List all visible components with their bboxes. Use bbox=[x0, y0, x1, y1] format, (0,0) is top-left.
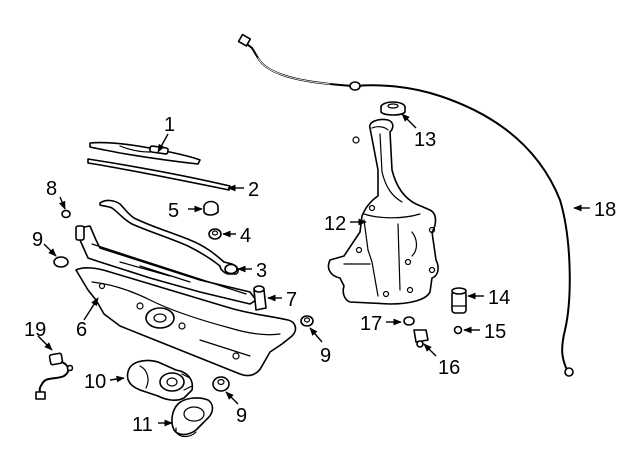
callout-17: 17 bbox=[360, 313, 382, 335]
wiper-blade bbox=[89, 141, 201, 165]
callout-15: 15 bbox=[484, 321, 506, 343]
arm-cap bbox=[203, 200, 219, 216]
arm-nut bbox=[208, 228, 222, 240]
callout-13: 13 bbox=[414, 129, 436, 151]
pump-grommet bbox=[453, 325, 463, 335]
callout-10: 10 bbox=[84, 371, 106, 393]
motor-harness bbox=[35, 352, 74, 400]
callout-8: 8 bbox=[46, 178, 57, 200]
callout-12: 12 bbox=[324, 213, 346, 235]
washer-reservoir bbox=[327, 118, 439, 305]
callout-19: 19 bbox=[24, 319, 46, 341]
motor-cover bbox=[171, 397, 214, 438]
wiper-motor bbox=[126, 359, 194, 401]
reservoir-cap bbox=[380, 101, 406, 116]
wiper-linkage bbox=[75, 225, 267, 311]
motor-cap bbox=[212, 376, 230, 392]
callout-14: 14 bbox=[488, 287, 510, 309]
blade-insert bbox=[87, 158, 231, 191]
callout-16: 16 bbox=[438, 357, 460, 379]
sensor-grommet bbox=[403, 316, 415, 326]
callout-3: 3 bbox=[256, 260, 267, 282]
pivot-cap-right bbox=[300, 315, 314, 327]
callout-6: 6 bbox=[76, 319, 87, 341]
callout-7: 7 bbox=[286, 289, 297, 311]
callout-18: 18 bbox=[594, 199, 616, 221]
callout-4: 4 bbox=[240, 225, 251, 247]
washer-pump bbox=[451, 287, 467, 314]
callout-2: 2 bbox=[248, 179, 259, 201]
callout-11: 11 bbox=[132, 414, 153, 436]
callout-5: 5 bbox=[168, 200, 179, 222]
level-sensor bbox=[413, 329, 429, 348]
wiper-arm bbox=[99, 199, 239, 275]
callouts: 1 2 3 4 5 6 7 8 9 9 9 10 11 12 13 14 15 … bbox=[24, 114, 616, 436]
linkage-frame bbox=[75, 267, 297, 377]
pivot-cap-left bbox=[53, 256, 69, 268]
callout-9-right: 9 bbox=[320, 345, 331, 367]
callout-1: 1 bbox=[164, 114, 175, 136]
pivot-nut bbox=[61, 209, 71, 219]
callout-9-left: 9 bbox=[32, 229, 43, 251]
callout-9-bottom: 9 bbox=[236, 405, 247, 427]
washer-hose bbox=[237, 33, 574, 377]
leader-lines bbox=[37, 113, 590, 427]
